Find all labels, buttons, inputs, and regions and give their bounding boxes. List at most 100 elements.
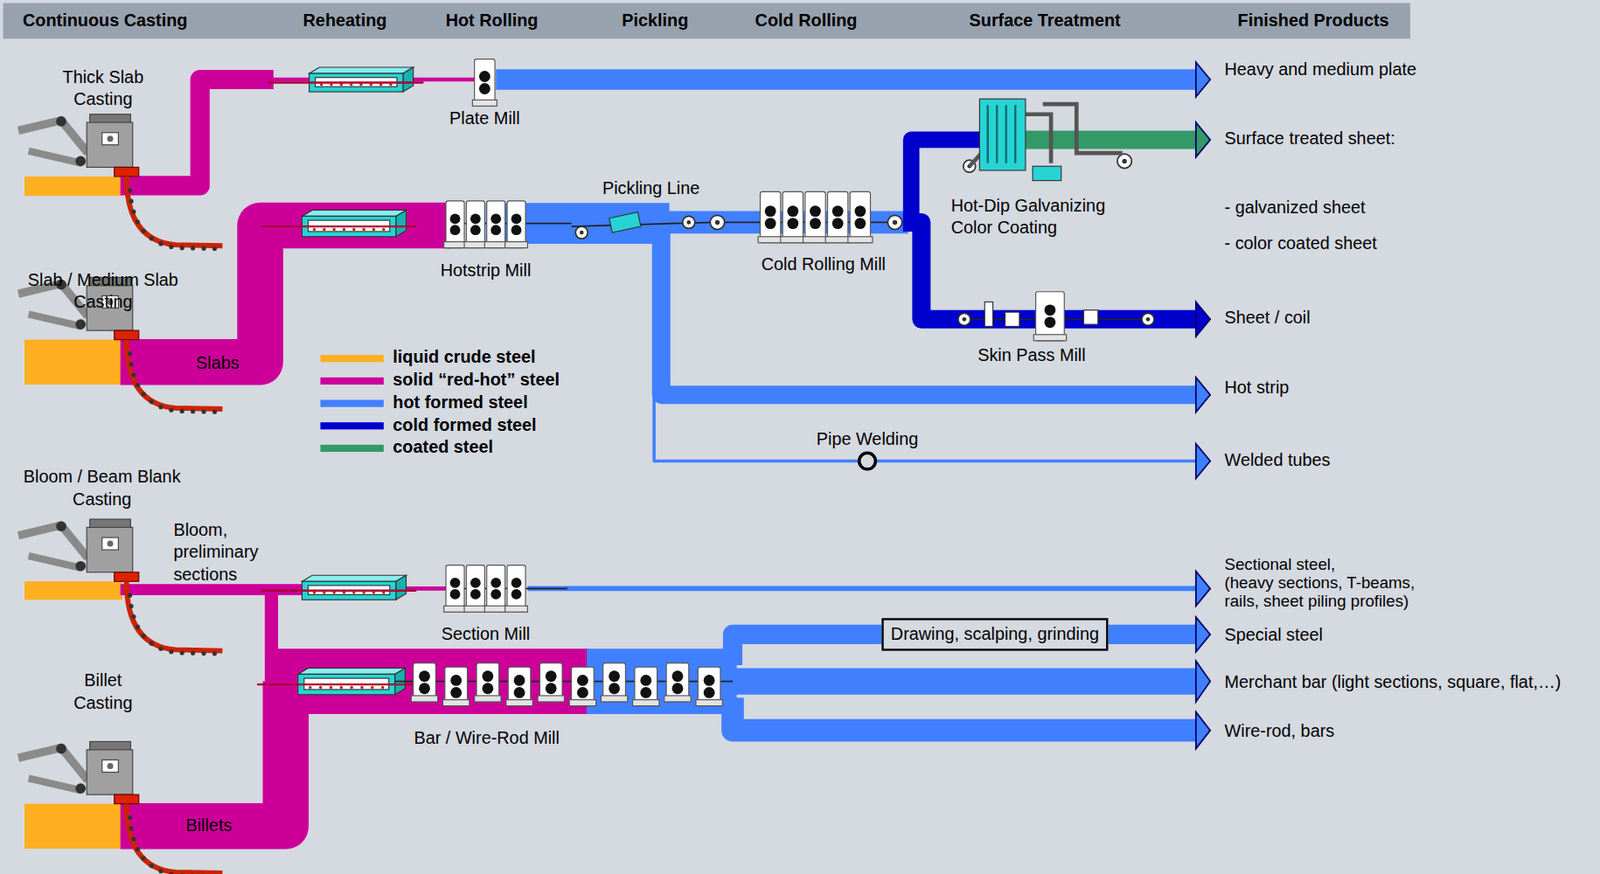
flow-band [714,667,1197,695]
product-label: Special steel [1224,624,1323,647]
strand-roller [201,651,206,656]
furnace-roller [342,228,347,232]
caster-pivot [75,156,86,167]
furnace-roller [320,83,324,87]
stage-heading: Surface Treatment [969,10,1121,34]
work-roll [545,670,557,682]
mill-stand [472,59,497,107]
caster-window [107,541,114,548]
work-roll [450,577,461,589]
flow-band [264,648,589,715]
process-label: Pickling Line [602,177,700,201]
strand-roller [131,209,136,215]
stand-base [505,242,529,249]
tundish [114,166,140,177]
work-roll [672,682,684,695]
caster-pivot [55,521,67,532]
furnace-stock [261,590,417,592]
coil-core [1146,317,1151,322]
work-roll [511,224,522,236]
legend-swatch [320,422,383,430]
strand-roller [135,382,140,388]
strand-roller [127,815,133,821]
caster-pivot [75,319,86,330]
process-label: Hotstrip Mill [440,260,532,284]
work-roll [470,577,481,589]
process-label: Bloom / Beam Blank Casting [12,466,192,511]
stand-base [444,605,467,613]
strand-roller [127,187,133,193]
work-roll [703,687,716,699]
stand-base [444,242,467,249]
flow-band [120,225,452,362]
stand-housing [445,201,465,249]
product-label: Hot strip [1224,377,1290,401]
strand-roller [168,408,174,413]
flow-band [120,681,286,828]
caster-pivot [75,783,86,794]
stand-housing [782,191,803,243]
product-label: (heavy sections, T-beams, [1224,574,1416,593]
stage-heading: Hot Rolling [445,10,539,34]
product-label: Wire-rod, bars [1224,720,1336,744]
liquid-steel-bar [24,581,123,600]
strand-roller [127,593,133,599]
mill-stand [474,663,501,703]
work-roll [514,687,526,699]
strand-roller [135,847,140,852]
arrow-head [1196,301,1211,337]
flow-band [732,697,1197,731]
mill-stand [537,663,564,703]
stand-base [1033,334,1066,341]
stand-base [803,236,828,244]
stand-base [695,700,723,707]
strand-roller [149,863,154,869]
caster-arm [18,525,88,558]
strand-roller [180,650,185,655]
strand-roller [135,219,140,224]
caster-pivot [75,561,86,572]
strand-roller [129,199,134,204]
arrow-head [1196,62,1211,98]
continuous-caster [18,519,223,656]
furnace-roller [322,228,327,232]
strand-roller [201,409,206,414]
work-roll [514,674,526,687]
product-label: Welded tubes [1224,450,1331,474]
caster-arm [18,747,88,780]
process-label: Slabs [195,353,240,376]
strand-roller [180,873,185,874]
strand-roller [168,649,174,654]
stand-housing [849,191,870,243]
stand-base [537,695,564,703]
product-label: Heavy and medium plate [1224,59,1417,83]
furnace-roller [372,591,376,595]
mill-stand [484,201,508,249]
furnace-side [396,575,407,600]
work-roll [809,217,821,230]
furnace-roller [352,591,356,595]
flow-band [495,69,1197,90]
process-text: Drawing, scalping, grinding [890,624,1100,644]
work-roll [470,213,481,224]
coil [887,215,902,230]
strand-roller [168,872,174,874]
work-roll [577,674,589,687]
arrow-head [1196,377,1211,413]
flow-bands [120,79,1197,827]
caster-body [86,527,133,572]
arrow-head [1196,617,1211,653]
stand-base [505,605,529,613]
strand-roller [180,245,185,251]
process-label: Billets [185,815,232,839]
reheating-furnace [257,667,416,695]
furnace-stock [261,225,417,228]
stand-base [443,700,470,707]
work-roll [479,70,491,83]
stand-housing [466,201,485,249]
work-roll [481,670,494,682]
furnace-roller [352,228,356,232]
coil-core [892,220,898,225]
strand-roller [149,399,154,404]
process-label: Bloom, preliminary sections [173,519,281,587]
